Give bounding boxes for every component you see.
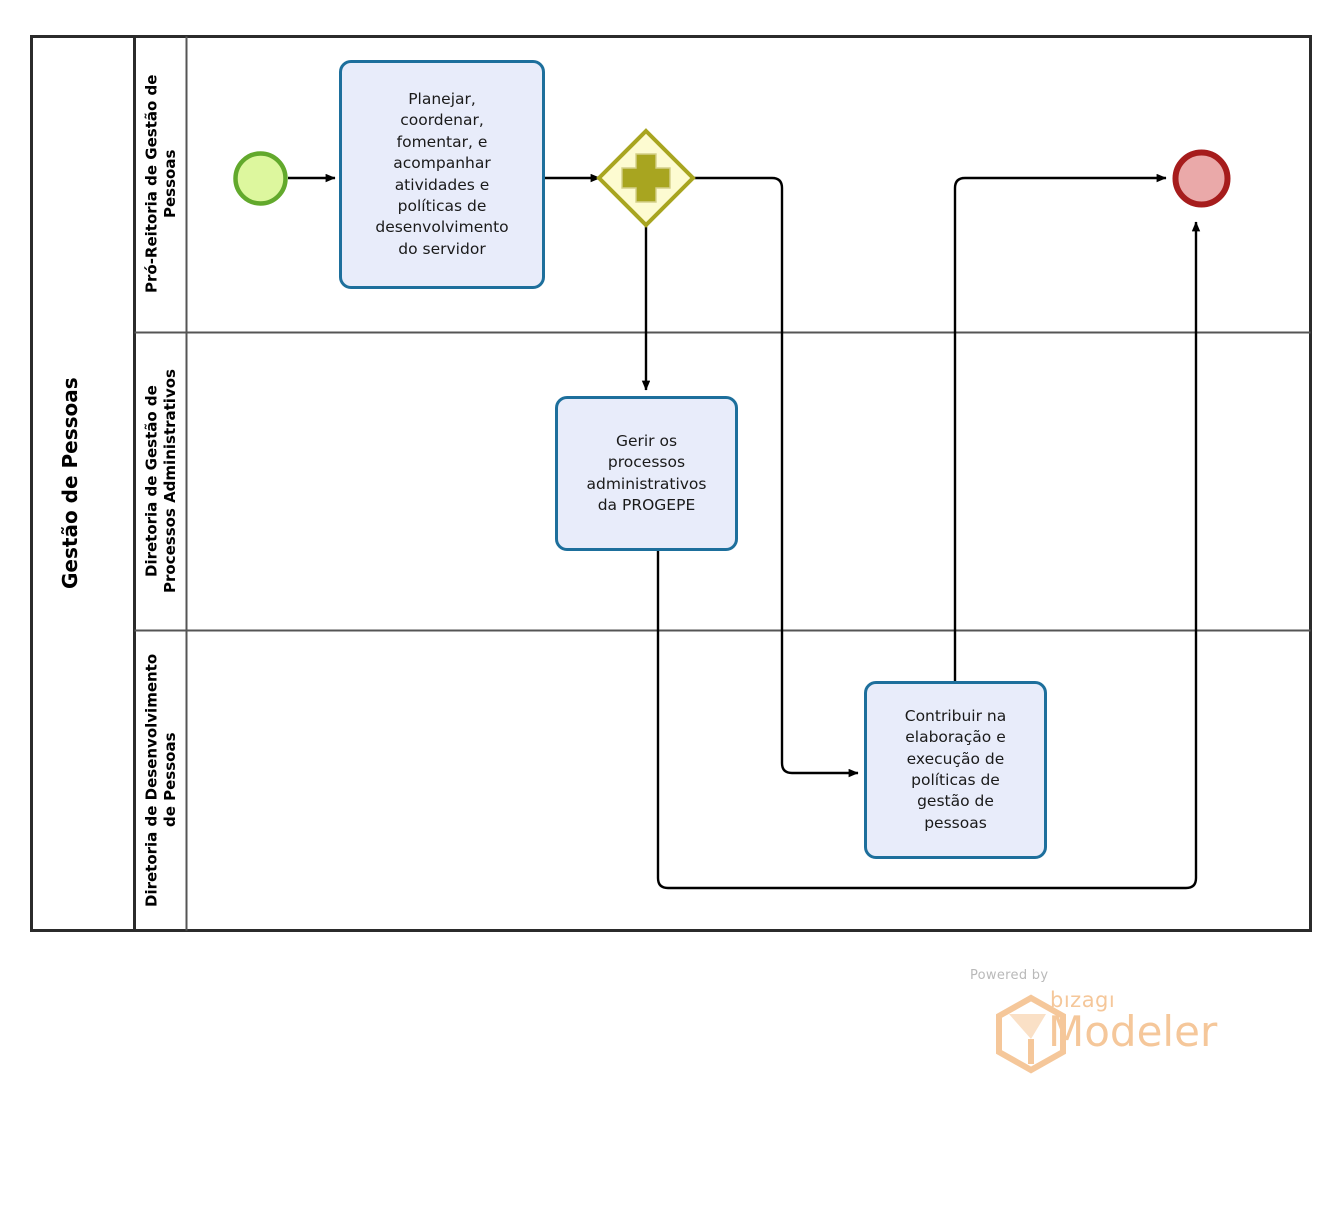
task-gerir[interactable]: Gerir os processos administrativos da PR… <box>555 396 738 551</box>
task-contribuir[interactable]: Contribuir na elaboração e execução de p… <box>864 681 1047 859</box>
pool-container <box>30 35 1312 932</box>
lane-label-diretoria-desenvolvimento: Diretoria de Desenvolvimento de Pessoas <box>142 653 179 907</box>
bizagi-brand-large: Modeler <box>1048 1007 1218 1056</box>
flow-contribuir-to-end <box>953 173 1167 681</box>
bizagi-logo-icon <box>996 994 1066 1074</box>
bizagi-brand-small: bızagı <box>1050 988 1116 1012</box>
flow-gerir-to-end <box>656 221 1201 890</box>
lane-label-diretoria-processos: Diretoria de Gestão de Processos Adminis… <box>142 369 179 593</box>
flow-gateway-to-contribuir <box>692 176 859 778</box>
flow-nodes <box>233 128 1231 228</box>
parallel-gateway[interactable] <box>596 128 696 228</box>
bizagi-watermark: Powered by bızagı Modeler <box>970 968 1260 1078</box>
start-event[interactable] <box>233 151 288 206</box>
bizagi-brand-text: bızagı Modeler <box>1048 990 1217 1054</box>
task-planejar[interactable]: Planejar, coordenar, fomentar, e acompan… <box>339 60 545 289</box>
lane-label-pro-reitoria: Pró-Reitoria de Gestão de Pessoas <box>142 74 179 294</box>
powered-by-label: Powered by <box>970 968 1049 983</box>
plus-icon <box>621 153 671 203</box>
end-event[interactable] <box>1172 149 1231 208</box>
sequence-flows <box>288 173 1201 890</box>
pool-border <box>30 35 1312 932</box>
pool-label: Gestão de Pessoas <box>58 377 82 589</box>
